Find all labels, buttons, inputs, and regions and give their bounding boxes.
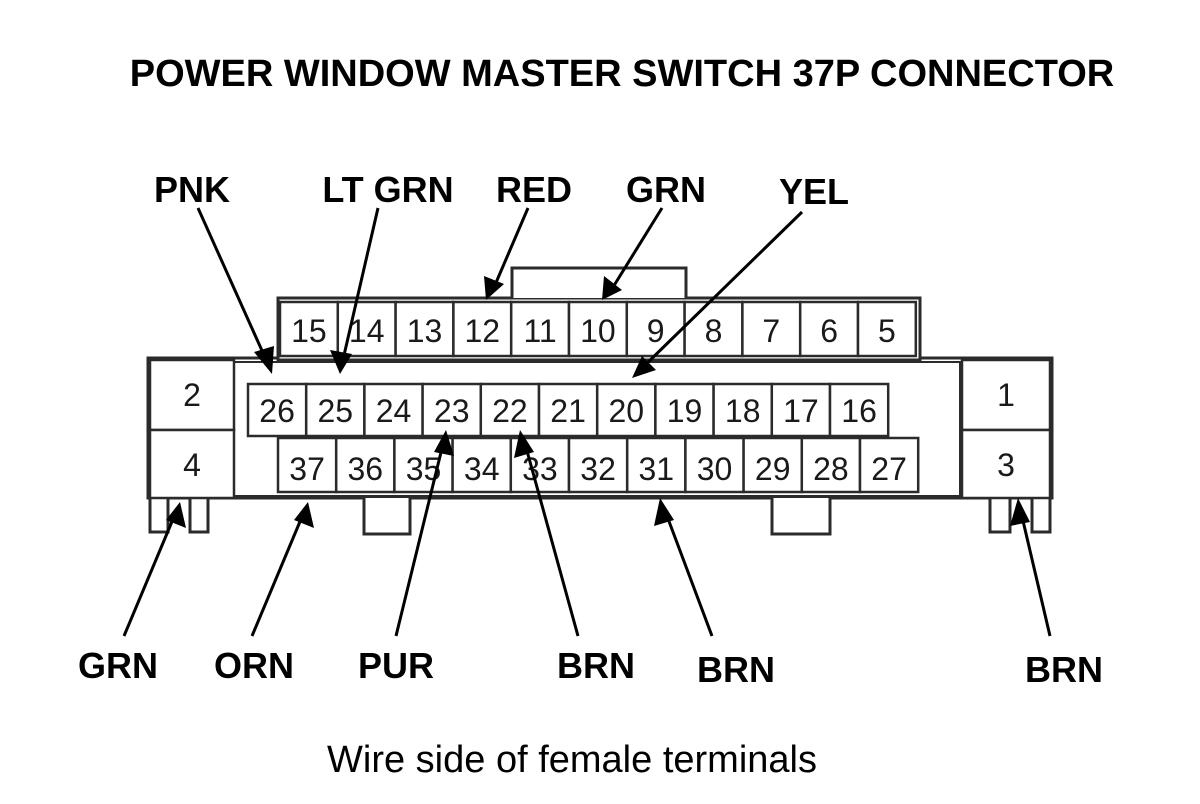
- wire-label-lt-grn: LT GRN: [322, 169, 453, 210]
- wire-label-grn-bottom: GRN: [78, 645, 158, 686]
- pin-37: 37: [289, 451, 325, 487]
- leader-brn-31: [662, 507, 714, 637]
- leader-pnk: [196, 207, 270, 365]
- pin-21: 21: [550, 393, 586, 429]
- terminal-cell-21: [537, 382, 599, 438]
- leader-red: [490, 207, 530, 293]
- terminal-cell-36: [334, 436, 396, 494]
- pin-25: 25: [318, 393, 354, 429]
- pin-32: 32: [580, 451, 616, 487]
- arrowhead-yel: [632, 356, 656, 378]
- pin-6: 6: [820, 313, 838, 349]
- arrowhead-grn-top: [602, 276, 622, 300]
- pin-13: 13: [407, 313, 443, 349]
- terminal-cell-18: [712, 382, 774, 438]
- leader-pur: [394, 439, 446, 637]
- pin-15: 15: [291, 313, 327, 349]
- arrowhead-grn-bottom: [166, 502, 186, 528]
- terminal-cell-7: [741, 300, 802, 358]
- pin-22: 22: [492, 393, 528, 429]
- top-terminal-row: 15 14 13 12 11 10 9 8 7 6 5: [278, 300, 918, 358]
- pin-5: 5: [878, 313, 896, 349]
- pin-1: 1: [997, 377, 1015, 413]
- pin-20: 20: [609, 393, 645, 429]
- terminal-cell-28: [800, 436, 862, 494]
- arrowhead-pur: [434, 430, 454, 456]
- terminal-cell-19: [654, 382, 715, 438]
- wire-label-pur: PUR: [358, 645, 434, 686]
- wire-label-pnk: PNK: [154, 169, 230, 210]
- leader-brn-22: [522, 439, 580, 637]
- pin-26: 26: [259, 393, 295, 429]
- arrowhead-brn-22: [514, 430, 534, 458]
- pin-27: 27: [871, 451, 907, 487]
- pin-36: 36: [348, 451, 384, 487]
- pin-12: 12: [465, 313, 501, 349]
- terminal-cell-15: [278, 300, 340, 358]
- leader-orn: [250, 511, 306, 637]
- pin-3: 3: [997, 447, 1015, 483]
- pin-9: 9: [647, 313, 665, 349]
- pin-14: 14: [349, 313, 385, 349]
- pin-10: 10: [580, 313, 616, 349]
- leader-brn-3: [1018, 507, 1052, 637]
- pin-16: 16: [841, 393, 877, 429]
- terminal-cell-31: [625, 436, 687, 494]
- pin-18: 18: [725, 393, 761, 429]
- pin-19: 19: [667, 393, 703, 429]
- wire-label-brn-31: BRN: [697, 649, 775, 690]
- diagram-title: POWER WINDOW MASTER SWITCH 37P CONNECTOR: [130, 53, 1115, 95]
- pin-28: 28: [813, 451, 849, 487]
- pin-30: 30: [697, 451, 733, 487]
- pin-7: 7: [762, 313, 780, 349]
- terminal-cell-11: [509, 300, 571, 358]
- pin-4: 4: [183, 447, 201, 483]
- wire-label-grn-top: GRN: [626, 169, 706, 210]
- pin-2: 2: [183, 377, 201, 413]
- terminal-cell-22: [479, 382, 541, 438]
- leader-grn-bottom: [122, 511, 178, 637]
- leader-lines: [122, 207, 1052, 637]
- arrowheads: [166, 276, 1030, 528]
- terminal-cell-29: [742, 436, 804, 494]
- arrowhead-brn-31: [654, 498, 674, 526]
- arrowhead-lt-grn: [330, 350, 352, 374]
- terminal-cell-27: [858, 436, 920, 494]
- pin-31: 31: [639, 451, 675, 487]
- arrowhead-red: [484, 276, 504, 300]
- terminal-cell-10: [567, 300, 629, 358]
- terminal-cell-16: [828, 382, 890, 438]
- pin-34: 34: [464, 451, 500, 487]
- pin-11: 11: [523, 313, 556, 349]
- left-terminal-block: 2 4: [148, 358, 236, 500]
- diagram-caption: Wire side of female terminals: [327, 739, 817, 781]
- wire-label-brn-3: BRN: [1025, 649, 1103, 690]
- terminal-cell-34: [451, 436, 513, 494]
- terminal-cell-5: [856, 300, 918, 358]
- wire-label-brn-22: BRN: [557, 645, 635, 686]
- leader-yel: [638, 210, 804, 372]
- pin-23: 23: [434, 393, 470, 429]
- arrowhead-pnk: [254, 346, 274, 374]
- leader-lt-grn: [340, 207, 380, 365]
- pin-8: 8: [705, 313, 723, 349]
- right-terminal-block: 1 3: [960, 358, 1052, 500]
- pin-17: 17: [783, 393, 819, 429]
- pin-24: 24: [376, 393, 412, 429]
- wire-label-yel: YEL: [779, 171, 849, 212]
- terminal-cell-6: [798, 300, 860, 358]
- leader-grn-top: [608, 207, 664, 293]
- terminal-cell-20: [595, 382, 657, 438]
- middle-terminal-row: 26 25 24 23 22 21 20 19 18 17 16: [246, 382, 890, 438]
- arrowhead-brn-3: [1010, 498, 1030, 526]
- terminal-cell-23: [421, 382, 483, 438]
- terminal-cell-8: [683, 300, 744, 358]
- arrowhead-orn: [294, 502, 314, 528]
- wire-label-red: RED: [496, 169, 572, 210]
- wire-label-orn: ORN: [214, 645, 294, 686]
- pin-29: 29: [755, 451, 791, 487]
